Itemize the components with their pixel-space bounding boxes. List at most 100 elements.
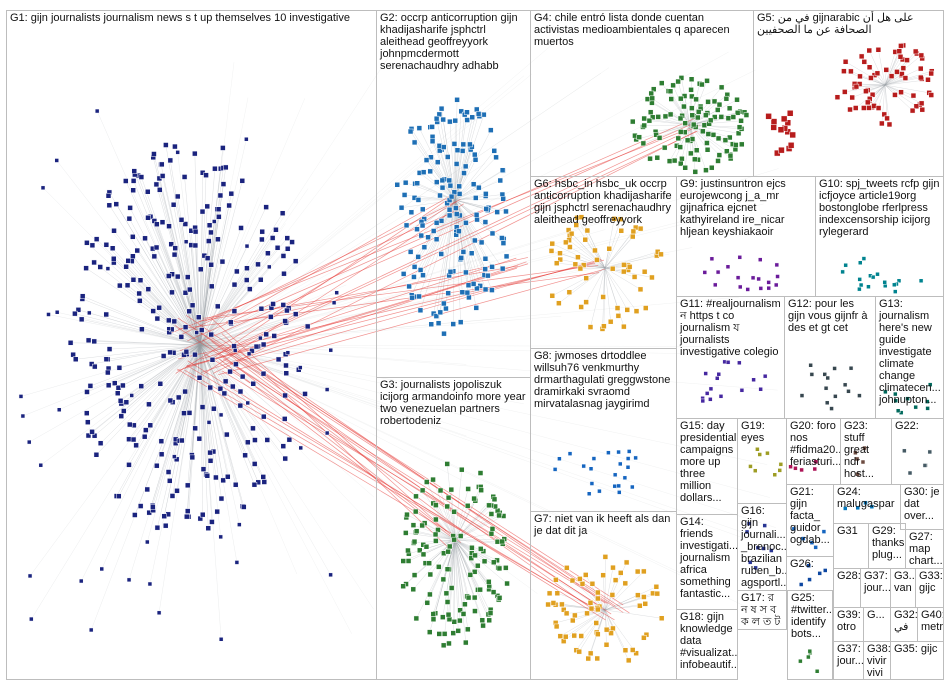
graph-edge [148, 344, 201, 405]
graph-edge [454, 469, 463, 541]
graph-node [424, 600, 431, 606]
graph-node [218, 495, 225, 502]
graph-node [857, 286, 862, 292]
group-label-g40: G39: otro [837, 609, 861, 633]
graph-node [675, 135, 682, 142]
graph-node [274, 245, 281, 251]
graph-node [675, 78, 681, 85]
graph-node [282, 318, 288, 324]
graph-node [503, 565, 509, 571]
graph-node [489, 230, 496, 237]
graph-node [440, 614, 446, 620]
graph-node [918, 278, 924, 284]
graph-node [573, 222, 579, 228]
graph-node [160, 353, 167, 359]
graph-node [487, 610, 494, 616]
graph-node [447, 182, 454, 189]
graph-node [40, 185, 46, 191]
graph-node [156, 610, 162, 616]
graph-edge [408, 539, 456, 562]
graph-node [883, 67, 890, 73]
graph-node [575, 254, 581, 260]
cross-group-edge [174, 325, 612, 615]
group-label-g38: G37: jour... [837, 643, 864, 667]
graph-edge [137, 175, 201, 346]
graph-node [784, 119, 792, 127]
graph-node [736, 124, 743, 130]
graph-node [138, 383, 145, 389]
graph-edge [454, 539, 475, 598]
graph-node [420, 169, 427, 175]
graph-node [799, 393, 805, 398]
graph-node [746, 521, 752, 526]
graph-edge [171, 329, 201, 346]
graph-node [145, 539, 150, 545]
graph-node [206, 222, 213, 229]
group-label-g16: G16: gijn journali... _brenoc... brazili… [741, 505, 787, 589]
graph-node [447, 269, 454, 275]
graph-node [453, 205, 459, 211]
graph-node [158, 438, 165, 444]
graph-node [199, 208, 206, 215]
graph-node [129, 393, 134, 398]
graph-node [641, 568, 647, 575]
graph-node [557, 256, 564, 263]
graph-node [823, 568, 828, 573]
graph-node [578, 633, 584, 639]
graph-node [324, 430, 330, 436]
graph-node [436, 631, 442, 637]
cross-group-edge [211, 341, 463, 532]
graph-node [610, 564, 616, 571]
graph-node [270, 301, 276, 307]
graph-node [758, 286, 764, 291]
graph-node [893, 391, 898, 397]
graph-node [503, 253, 510, 260]
graph-node [780, 115, 788, 123]
graph-node [99, 566, 105, 572]
graph-node [204, 255, 211, 261]
graph-node [111, 380, 118, 386]
graph-node [806, 563, 811, 568]
graph-node [237, 388, 244, 395]
graph-node [186, 308, 192, 315]
graph-edge [199, 344, 265, 483]
graph-node [814, 669, 820, 674]
graph-edge [118, 344, 201, 497]
graph-node [618, 228, 625, 234]
graph-node [737, 255, 743, 260]
graph-node [426, 560, 432, 566]
graph-node [420, 206, 426, 213]
group-label-g1: G1: gijn journalists journalism news s t… [10, 12, 350, 24]
graph-node [777, 468, 783, 473]
graph-node [416, 293, 422, 300]
graph-node [56, 407, 62, 412]
graph-node [641, 268, 648, 275]
graph-node [151, 253, 158, 260]
graph-node [689, 105, 695, 111]
graph-node [841, 68, 847, 74]
graph-node [181, 174, 188, 180]
graph-edge [590, 267, 606, 328]
graph-node [481, 558, 488, 565]
graph-edge [581, 609, 606, 637]
graph-node [400, 583, 406, 589]
graph-node [172, 143, 178, 150]
graph-node [629, 647, 636, 653]
graph-edge [199, 24, 576, 346]
graph-node [668, 96, 674, 102]
graph-node [421, 244, 428, 250]
graph-node [197, 266, 204, 273]
graph-node [739, 388, 745, 393]
graph-node [280, 253, 287, 259]
graph-node [441, 144, 447, 150]
graph-edge [420, 199, 456, 311]
graph-node [678, 95, 684, 102]
graph-node [89, 242, 96, 249]
graph-node [203, 172, 209, 178]
graph-node [462, 163, 469, 170]
graph-node [922, 463, 928, 468]
graph-node [808, 362, 813, 368]
cross-group-edge [177, 317, 624, 606]
graph-node [304, 323, 311, 330]
graph-node [493, 154, 499, 161]
